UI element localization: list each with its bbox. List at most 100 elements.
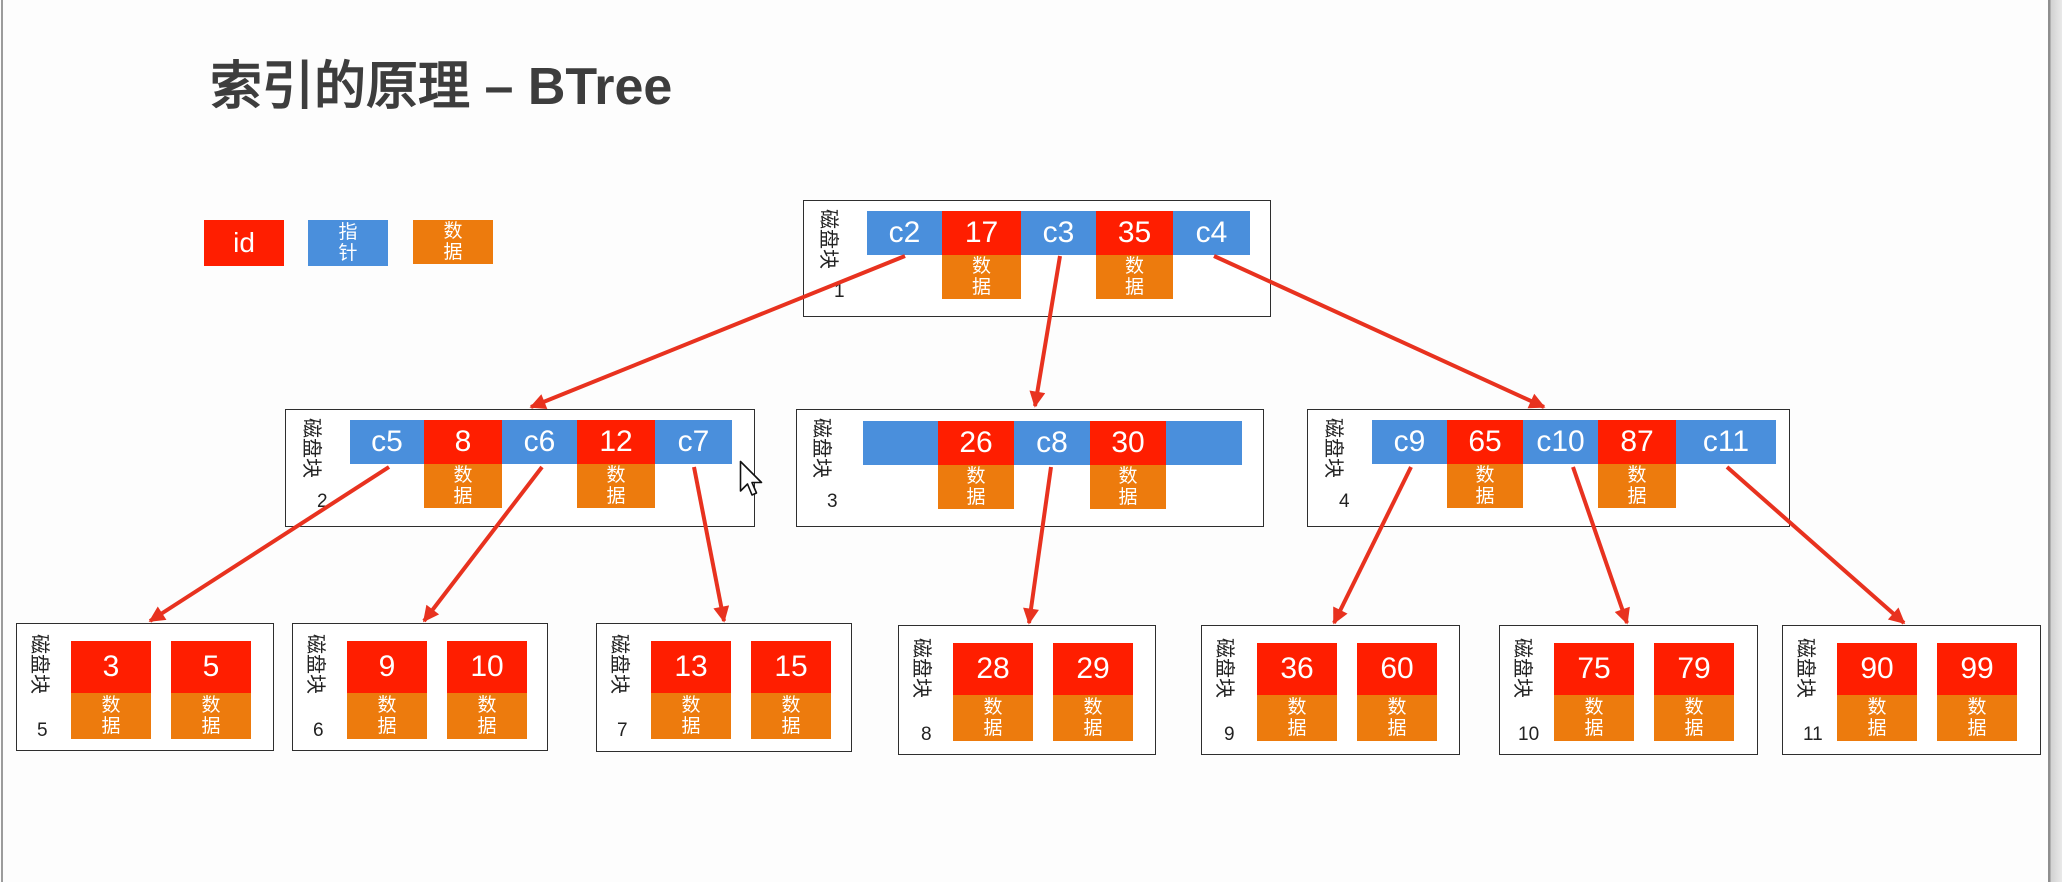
data-cell-26: 数据 xyxy=(938,465,1014,509)
data-cell-99: 数据 xyxy=(1937,695,2017,741)
key-cell-5: 5 xyxy=(171,641,251,693)
key-cell-35: 35 xyxy=(1096,211,1173,255)
data-cell-35: 数据 xyxy=(1096,255,1173,299)
pointer-cell-c7: c7 xyxy=(655,420,732,464)
data-cell-75: 数据 xyxy=(1554,695,1634,741)
data-cell-65: 数据 xyxy=(1447,464,1523,508)
data-label: 数据 xyxy=(477,694,497,737)
disk-block-1: 磁盘块 1 c2 17 c3 35 c4 数据 数据 xyxy=(803,200,1271,317)
data-label: 数据 xyxy=(1867,696,1887,739)
legend-data: 数据 xyxy=(413,220,493,264)
pointer-cell-empty xyxy=(1166,421,1242,465)
key-cell-30: 30 xyxy=(1090,421,1166,465)
slide-title: 索引的原理 – BTree xyxy=(210,58,673,116)
key-cell-26: 26 xyxy=(938,421,1014,465)
disk-block-number: 3 xyxy=(827,491,838,512)
disk-block-label: 磁盘块 xyxy=(300,418,324,478)
disk-block-label: 磁盘块 xyxy=(608,634,632,694)
data-label: 数据 xyxy=(1475,464,1495,507)
pointer-cell-c10: c10 xyxy=(1523,420,1598,464)
disk-block-8: 磁盘块 8 28 29 数据 数据 xyxy=(898,625,1156,755)
disk-block-4: 磁盘块 4 c9 65 c10 87 c11 数据 数据 xyxy=(1307,409,1790,527)
key-cell-36: 36 xyxy=(1257,643,1337,695)
key-cell-9: 9 xyxy=(347,641,427,693)
disk-block-label: 磁盘块 xyxy=(910,638,934,698)
disk-block-11: 磁盘块 11 90 99 数据 数据 xyxy=(1782,625,2041,755)
disk-block-label: 磁盘块 xyxy=(1322,418,1346,478)
legend-id-label: id xyxy=(233,227,255,258)
data-cell-10: 数据 xyxy=(447,693,527,739)
key-cell-99: 99 xyxy=(1937,643,2017,695)
data-label: 数据 xyxy=(1584,696,1604,739)
data-label: 数据 xyxy=(1387,696,1407,739)
disk-block-number: 2 xyxy=(317,491,328,512)
key-cell-10: 10 xyxy=(447,641,527,693)
data-cell-79: 数据 xyxy=(1654,695,1734,741)
data-cell-17: 数据 xyxy=(942,255,1021,299)
key-cell-60: 60 xyxy=(1357,643,1437,695)
key-cell-75: 75 xyxy=(1554,643,1634,695)
key-cell-87: 87 xyxy=(1598,420,1676,464)
data-label: 数据 xyxy=(377,694,397,737)
disk-block-label: 磁盘块 xyxy=(28,634,52,694)
pointer-cell-c9: c9 xyxy=(1372,420,1447,464)
pointer-cell-c8: c8 xyxy=(1014,421,1090,465)
data-label: 数据 xyxy=(1684,696,1704,739)
legend-data-label: 数据 xyxy=(443,220,463,263)
data-label: 数据 xyxy=(1627,464,1647,507)
data-cell-9: 数据 xyxy=(347,693,427,739)
data-label: 数据 xyxy=(101,694,121,737)
disk-block-number: 8 xyxy=(921,724,932,745)
data-label: 数据 xyxy=(681,694,701,737)
disk-block-5: 磁盘块 5 3 5 数据 数据 xyxy=(16,623,274,751)
data-cell-29: 数据 xyxy=(1053,695,1133,741)
key-cell-65: 65 xyxy=(1447,420,1523,464)
data-cell-5: 数据 xyxy=(171,693,251,739)
disk-block-number: 1 xyxy=(834,281,845,302)
legend-pointer-label: 指针 xyxy=(338,221,358,264)
pointer-cell-c11: c11 xyxy=(1676,420,1776,464)
disk-block-label: 磁盘块 xyxy=(1213,638,1237,698)
key-cell-3: 3 xyxy=(71,641,151,693)
slide-left-edge xyxy=(1,0,3,882)
key-cell-17: 17 xyxy=(942,211,1021,255)
data-cell-87: 数据 xyxy=(1598,464,1676,508)
pointer-cell-c3: c3 xyxy=(1021,211,1096,255)
data-cell-15: 数据 xyxy=(751,693,831,739)
disk-block-label: 磁盘块 xyxy=(1794,638,1818,698)
disk-block-10: 磁盘块 10 75 79 数据 数据 xyxy=(1499,625,1758,755)
disk-block-number: 11 xyxy=(1803,724,1823,745)
data-label: 数据 xyxy=(983,696,1003,739)
legend-id: id xyxy=(204,220,284,266)
data-label: 数据 xyxy=(781,694,801,737)
pointer-cell-c6: c6 xyxy=(502,420,577,464)
data-label: 数据 xyxy=(606,464,626,507)
key-cell-12: 12 xyxy=(577,420,655,464)
disk-block-number: 5 xyxy=(37,720,48,741)
key-cell-29: 29 xyxy=(1053,643,1133,695)
data-cell-30: 数据 xyxy=(1090,465,1166,509)
pointer-cell-c2: c2 xyxy=(867,211,942,255)
disk-block-label: 磁盘块 xyxy=(1511,638,1535,698)
data-cell-8: 数据 xyxy=(424,464,502,508)
disk-block-number: 6 xyxy=(313,720,324,741)
disk-block-9: 磁盘块 9 36 60 数据 数据 xyxy=(1201,625,1460,755)
data-label: 数据 xyxy=(1287,696,1307,739)
data-cell-3: 数据 xyxy=(71,693,151,739)
slide-right-edge xyxy=(2048,0,2062,882)
key-cell-8: 8 xyxy=(424,420,502,464)
key-cell-13: 13 xyxy=(651,641,731,693)
data-label: 数据 xyxy=(1118,465,1138,508)
data-cell-13: 数据 xyxy=(651,693,731,739)
disk-block-number: 4 xyxy=(1339,491,1350,512)
key-cell-28: 28 xyxy=(953,643,1033,695)
key-cell-79: 79 xyxy=(1654,643,1734,695)
data-label: 数据 xyxy=(971,255,991,298)
disk-block-number: 7 xyxy=(617,720,628,741)
disk-block-number: 9 xyxy=(1224,724,1235,745)
data-cell-60: 数据 xyxy=(1357,695,1437,741)
data-cell-90: 数据 xyxy=(1837,695,1917,741)
pointer-cell-c4: c4 xyxy=(1173,211,1250,255)
key-cell-90: 90 xyxy=(1837,643,1917,695)
data-label: 数据 xyxy=(1124,255,1144,298)
